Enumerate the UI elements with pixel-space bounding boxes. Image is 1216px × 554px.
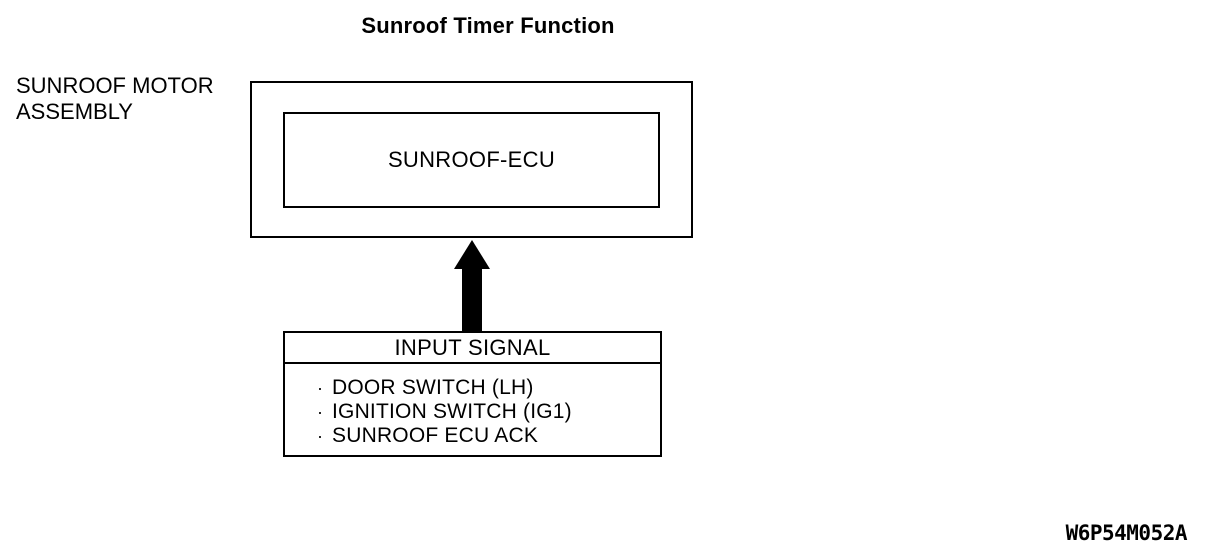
- list-item: · SUNROOF ECU ACK: [317, 424, 660, 448]
- sunroof-ecu-label: SUNROOF-ECU: [387, 147, 556, 172]
- assembly-label: SUNROOF MOTOR ASSEMBLY: [16, 73, 214, 125]
- assembly-label-line1: SUNROOF MOTOR: [16, 73, 214, 98]
- assembly-label-line2: ASSEMBLY: [16, 99, 133, 124]
- diagram-title: Sunroof Timer Function: [361, 13, 615, 38]
- up-arrow-head: [454, 240, 490, 269]
- list-item: · IGNITION SWITCH (IG1): [317, 400, 660, 424]
- sunroof-motor-assembly-box: [250, 81, 693, 238]
- input-signal-box: INPUT SIGNAL · DOOR SWITCH (LH) · IGNITI…: [283, 331, 662, 457]
- input-signal-list: · DOOR SWITCH (LH) · IGNITION SWITCH (IG…: [285, 364, 660, 448]
- up-arrow-shaft: [462, 267, 482, 332]
- bullet-icon: ·: [317, 426, 324, 446]
- bullet-icon: ·: [317, 402, 324, 422]
- list-item: · DOOR SWITCH (LH): [317, 376, 660, 400]
- figure-code: W6P54M052A: [1065, 521, 1188, 545]
- input-item-label: IGNITION SWITCH (IG1): [332, 400, 572, 423]
- input-signal-header: INPUT SIGNAL: [285, 333, 660, 364]
- input-item-label: SUNROOF ECU ACK: [332, 424, 539, 447]
- sunroof-ecu-box: SUNROOF-ECU: [283, 112, 660, 208]
- input-item-label: DOOR SWITCH (LH): [332, 376, 534, 399]
- bullet-icon: ·: [317, 378, 324, 398]
